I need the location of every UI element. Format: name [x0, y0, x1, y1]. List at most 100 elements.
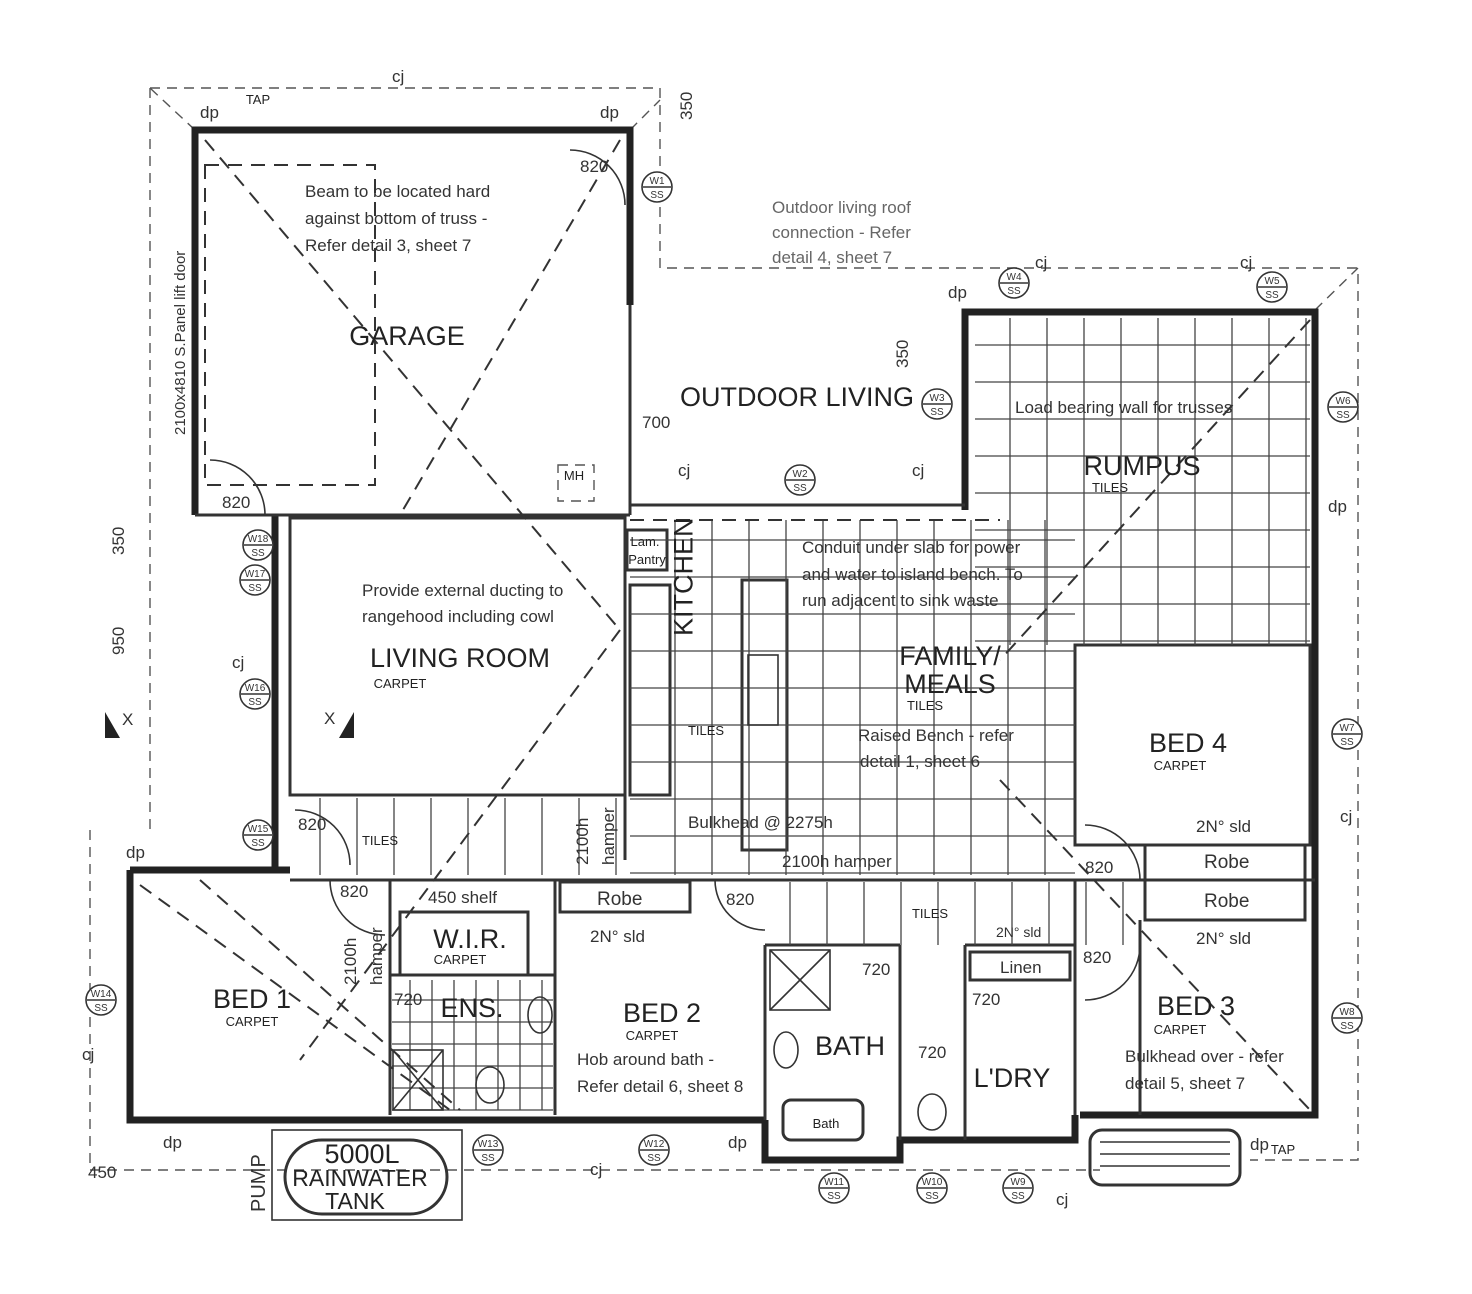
note-bulkhead-2275: Bulkhead @ 2275h — [688, 813, 833, 832]
label-pantry: Pantry — [628, 552, 666, 567]
window-id: W9 — [1011, 1177, 1026, 1188]
room-label-garage: GARAGE — [349, 321, 465, 351]
window-type: SS — [1340, 737, 1354, 748]
window-type: SS — [650, 190, 664, 201]
door-wc: 720 — [918, 1043, 946, 1062]
room-label-bed4: BED 4 — [1149, 728, 1227, 758]
note-hamper-v-1: 2100h — [573, 818, 592, 865]
basin-bath — [773, 1031, 799, 1069]
room-label-ens: ENS. — [440, 993, 503, 1023]
label-robe-bed2: Robe — [597, 889, 642, 910]
room-label-bed3: BED 3 — [1157, 991, 1235, 1021]
note-ducting-1: Provide external ducting to — [362, 581, 563, 600]
window-id: W2 — [793, 469, 808, 480]
label-robe-bed4: Robe — [1204, 852, 1249, 873]
label-sld-bed4: 2N° sld — [1196, 817, 1251, 836]
dim-450: 450 — [88, 1163, 116, 1182]
control-joint-marker: cj — [232, 653, 244, 672]
window-type: SS — [827, 1191, 841, 1202]
floor-bed1: CARPET — [226, 1014, 279, 1029]
door-bed1: 820 — [340, 882, 368, 901]
room-label-outdoor-living: OUTDOOR LIVING — [680, 382, 914, 412]
control-joint-marker: cj — [1056, 1190, 1068, 1209]
note-conduit-3: run adjacent to sink waste — [802, 591, 999, 610]
door-bed4: 820 — [1085, 858, 1113, 877]
label-tank-rainwater: RAINWATER — [292, 1165, 427, 1191]
note-load-bearing: Load bearing wall for trusses — [1015, 398, 1232, 417]
label-tank: TANK — [325, 1188, 385, 1214]
downpipe-marker: dp — [600, 103, 619, 122]
window-id: W3 — [930, 393, 945, 404]
window-type: SS — [925, 1191, 939, 1202]
floor-bed4: CARPET — [1154, 758, 1207, 773]
roof-hip-lines — [139, 139, 1311, 1111]
window-id: W7 — [1340, 723, 1355, 734]
label-bath-fixture: Bath — [813, 1116, 840, 1131]
room-label-ldry: L'DRY — [974, 1063, 1051, 1093]
room-label-wir: W.I.R. — [433, 924, 507, 954]
note-bulkhead-bed3-2: detail 5, sheet 7 — [1125, 1074, 1245, 1093]
floor-family: TILES — [907, 698, 943, 713]
note-beam-3: Refer detail 3, sheet 7 — [305, 236, 471, 255]
downpipe-marker: dp — [163, 1133, 182, 1152]
window-type: SS — [248, 697, 262, 708]
control-joint-marker: cj — [1035, 253, 1047, 272]
downpipe-marker: dp — [126, 843, 145, 862]
window-type: SS — [251, 838, 265, 849]
window-id: W14 — [91, 989, 112, 1000]
dim-950: 950 — [109, 627, 128, 655]
room-label-bed1: BED 1 — [213, 984, 291, 1014]
internal-walls — [195, 305, 1315, 1140]
label-lam: Lam. — [631, 534, 660, 549]
window-type: SS — [793, 483, 807, 494]
note-beam-2: against bottom of truss - — [305, 209, 487, 228]
note-conduit-1: Conduit under slab for power — [802, 538, 1021, 557]
window-id: W17 — [245, 569, 266, 580]
label-sld-bed3: 2N° sld — [1196, 929, 1251, 948]
control-joint-marker: cj — [912, 461, 924, 480]
label-sld-bed2: 2N° sld — [590, 927, 645, 946]
window-id: W12 — [644, 1139, 665, 1150]
label-robe-bed3: Robe — [1204, 891, 1249, 912]
downpipe-marker: dp — [200, 103, 219, 122]
door-bath: 720 — [862, 960, 890, 979]
window-id: W18 — [248, 534, 269, 545]
control-joint-marker: cj — [590, 1160, 602, 1179]
downpipe-marker: dp — [1250, 1135, 1269, 1154]
window-type: SS — [248, 583, 262, 594]
window-id: W8 — [1340, 1007, 1355, 1018]
door-bed2: 820 — [726, 890, 754, 909]
room-label-bath: BATH — [815, 1031, 885, 1061]
window-tags: W1SSW2SSW3SSW4SSW5SSW6SSW7SSW8SSW9SSW10S… — [85, 171, 1363, 1204]
floor-living-room: CARPET — [374, 676, 427, 691]
basin-ens — [527, 996, 553, 1034]
window-type: SS — [930, 407, 944, 418]
window-type: SS — [1011, 1191, 1025, 1202]
window-type: SS — [1265, 290, 1279, 301]
note-hob-2: Refer detail 6, sheet 8 — [577, 1077, 743, 1096]
note-outdoor-roof-3: detail 4, sheet 7 — [772, 248, 892, 267]
window-id: W15 — [248, 824, 269, 835]
hot-water-unit — [1088, 1128, 1242, 1187]
section-arrow-left-icon — [105, 712, 120, 738]
floor-kitchen: TILES — [688, 723, 724, 738]
label-linen: Linen — [1000, 958, 1042, 977]
window-type: SS — [1336, 410, 1350, 421]
door-garage-top: 820 — [580, 157, 608, 176]
door-swings — [209, 149, 1141, 1001]
section-marker-x-right: X — [324, 709, 335, 728]
dim-700: 700 — [642, 413, 670, 432]
section-arrow-right-icon — [339, 712, 354, 738]
label-manhole: MH — [564, 468, 584, 483]
